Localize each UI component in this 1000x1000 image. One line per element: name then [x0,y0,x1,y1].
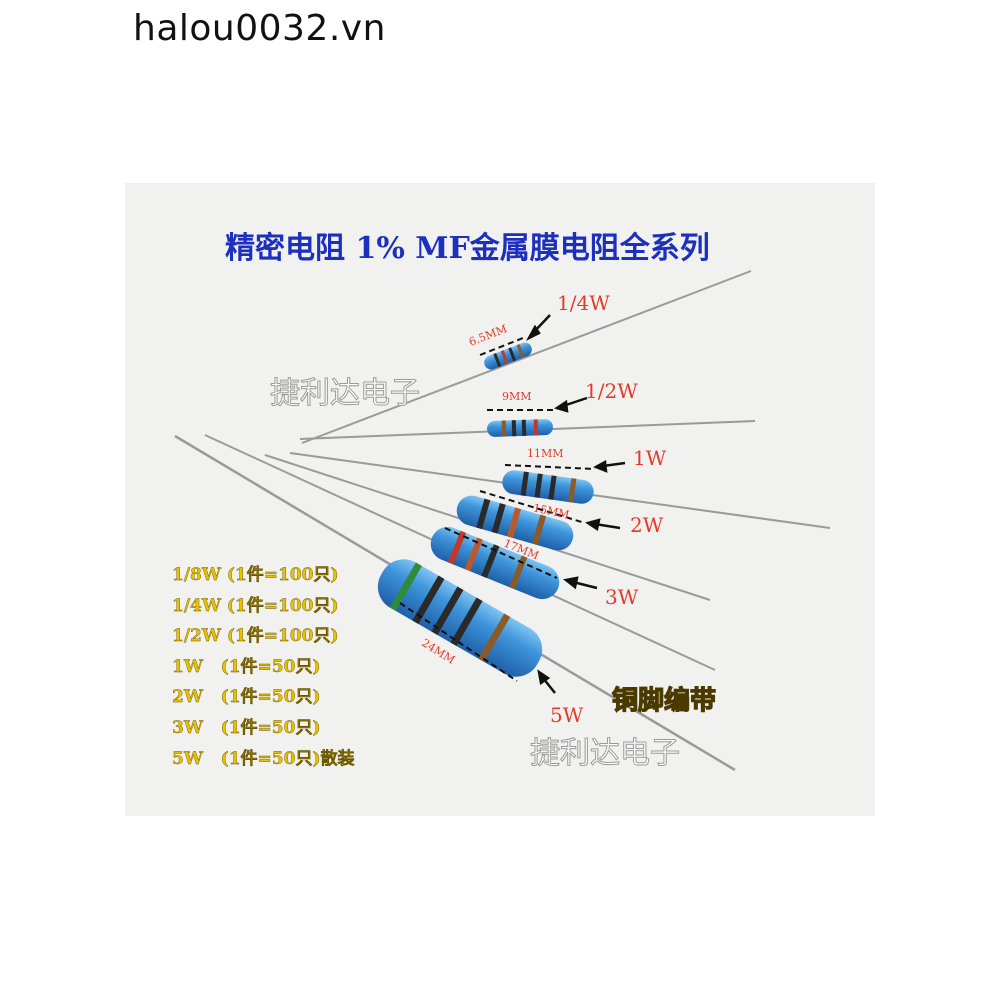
resistor-quarter-watt [301,270,752,444]
power-label-half-watt: 1/2W [585,379,638,403]
resistor-half-watt [299,419,756,440]
dimension-label-9mm: 9MM [502,390,532,403]
tape-packaging-label: 铜脚编带 [611,685,717,716]
resistor-two-watt [264,454,711,601]
brand-watermark-bottom: 捷利达电子 [530,736,681,772]
resistor-three-watt [204,434,716,671]
product-photo: 精密电阻 1% MF金属膜电阻全系列 捷利达电子 捷利达电子 1/4W 1/2W… [125,183,875,816]
size-markers [399,337,596,682]
quantity-item: 2W (1件=50只) [172,687,321,708]
resistor-five-watt [174,434,736,772]
quantity-list: 1/8W (1件=100只) 1/4W (1件=100只) 1/2W (1件=100… [172,560,355,774]
arrow-icons [525,314,626,694]
power-label-two-watt: 2W [630,513,664,537]
quantity-item: 5W (1件=50只)散装 [172,748,355,769]
quantity-item: 1/4W (1件=100只) [172,595,339,616]
resistor-illustration [174,270,831,772]
power-label-five-watt: 5W [550,703,584,727]
power-label-one-watt: 1W [633,446,667,470]
dimension-label-11mm: 11MM [527,447,564,460]
power-label-quarter-watt: 1/4W [557,291,610,315]
resistor-one-watt [289,452,831,529]
quantity-item: 1W (1件=50只) [172,656,321,677]
quantity-item: 1/8W (1件=100只) [172,565,339,585]
power-label-three-watt: 3W [605,585,639,609]
quantity-item: 3W (1件=50只) [172,717,321,738]
site-watermark-text: halou0032.vn [133,8,386,49]
product-title: 精密电阻 1% MF金属膜电阻全系列 [225,231,710,266]
quantity-item: 1/2W (1件=100只) [172,626,339,647]
brand-watermark-top: 捷利达电子 [270,376,421,412]
